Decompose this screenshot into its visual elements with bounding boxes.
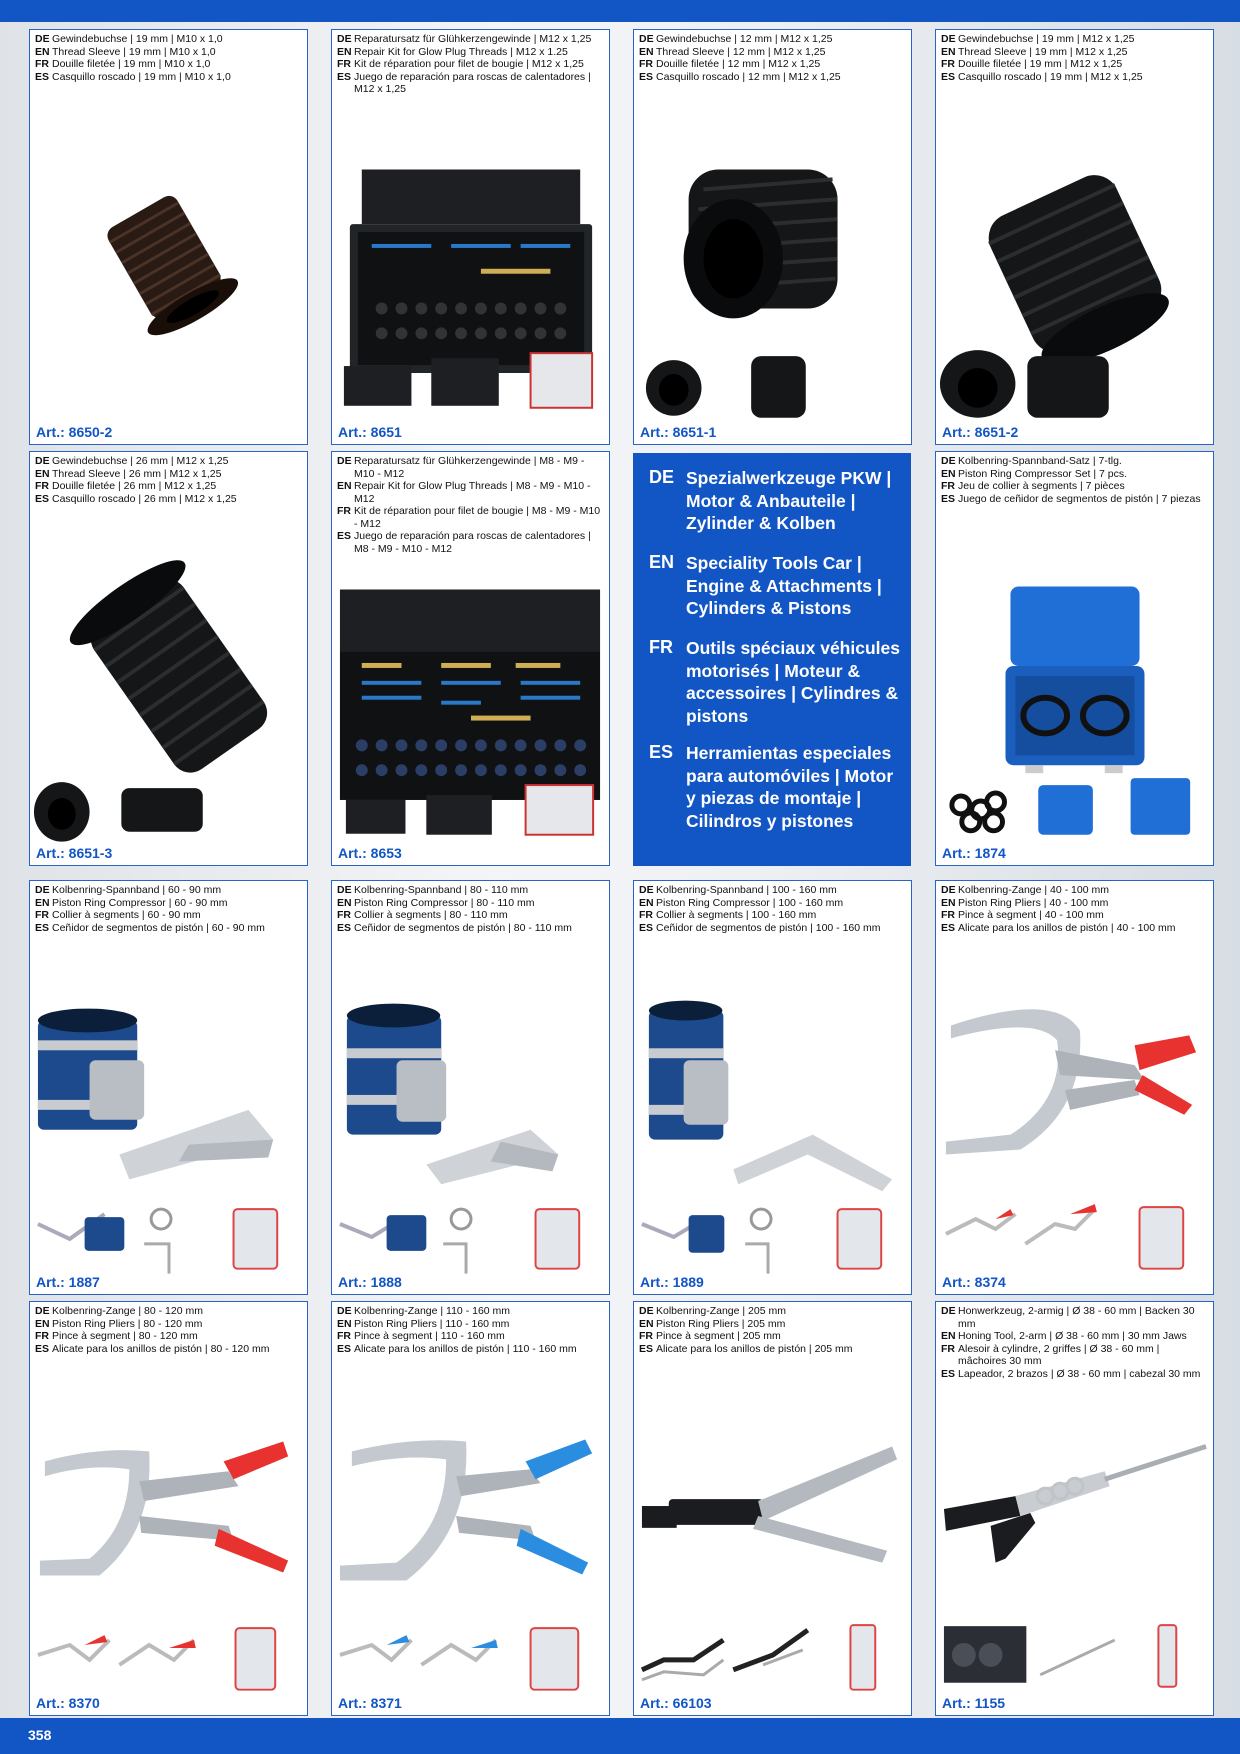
piston-ring-pliers-image	[339, 1439, 593, 1691]
thread-sleeve-image	[107, 195, 239, 336]
article-number: Art.: 66103	[640, 1695, 712, 1711]
ring-compressor-image	[37, 1008, 279, 1274]
page-number: 358	[28, 1727, 52, 1743]
footer-bar: 358	[0, 1718, 1240, 1754]
article-number: Art.: 8651	[338, 424, 402, 440]
piston-ring-pliers-image	[945, 1009, 1197, 1270]
article-number: Art.: 8651-3	[36, 845, 113, 861]
article-number: Art.: 8650-2	[36, 424, 113, 440]
honing-tool-image	[943, 1444, 1207, 1688]
compressor-set-case-image	[949, 586, 1191, 835]
article-number: Art.: 8651-1	[640, 424, 717, 440]
article-number: Art.: 1155	[942, 1695, 1006, 1711]
article-number: Art.: 1889	[640, 1274, 704, 1290]
ring-compressor-image	[641, 1000, 893, 1274]
article-number: Art.: 1887	[36, 1274, 100, 1290]
article-number: Art.: 8370	[36, 1695, 100, 1711]
article-number: Art.: 8371	[338, 1695, 402, 1711]
piston-ring-pliers-image	[640, 1446, 898, 1691]
thread-sleeve-image	[645, 169, 838, 418]
article-number: Art.: 8653	[338, 845, 402, 861]
article-number: Art.: 1874	[942, 845, 1006, 861]
article-number: Art.: 8651-2	[942, 424, 1019, 440]
top-bar	[0, 0, 1240, 22]
ring-compressor-image	[339, 1003, 581, 1274]
article-number: Art.: 1888	[338, 1274, 402, 1290]
thread-sleeve-image	[939, 175, 1169, 418]
article-number: Art.: 8374	[942, 1274, 1006, 1290]
piston-ring-pliers-image	[37, 1441, 289, 1691]
repair-kit-case-image	[343, 169, 594, 409]
repair-kit-case-image	[339, 589, 601, 836]
thread-sleeve-image	[33, 560, 268, 842]
